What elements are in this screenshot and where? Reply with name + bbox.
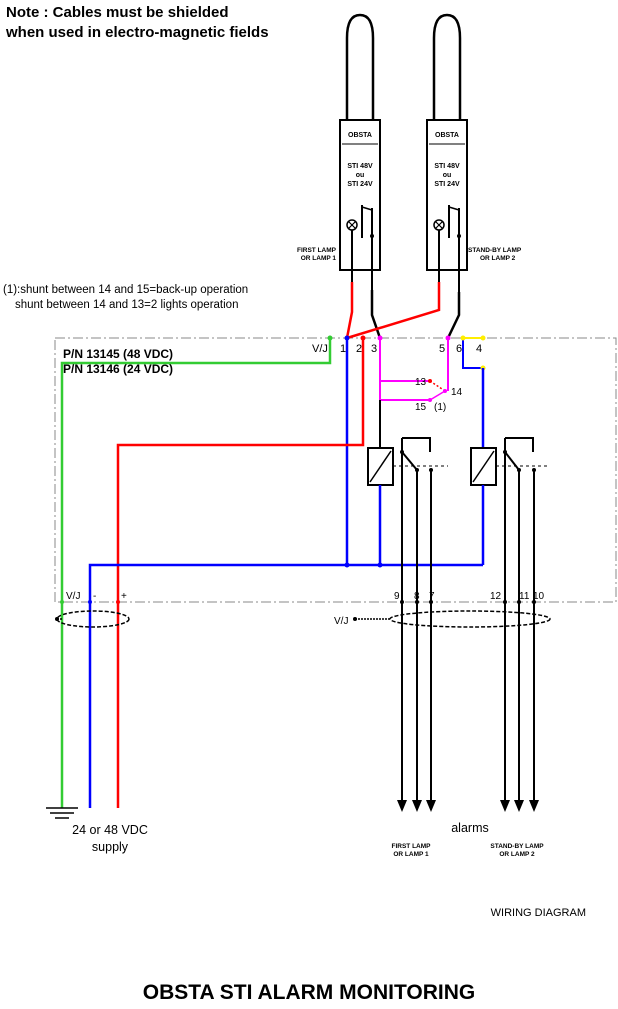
shield-vj-label: V/J bbox=[334, 616, 348, 627]
note-line-2: when used in electro-magnetic fields bbox=[5, 24, 269, 41]
terminal-8: 8 bbox=[414, 591, 420, 602]
lamp-2-body bbox=[426, 119, 468, 271]
terminal-4: 4 bbox=[476, 343, 482, 355]
part-number-48v: P/N 13145 (48 VDC) bbox=[63, 347, 173, 361]
wire-lamp2-black bbox=[446, 292, 461, 339]
terminal-3: 3 bbox=[371, 343, 377, 355]
alarm-contacts-2 bbox=[504, 437, 535, 808]
lamp-2-bulb bbox=[432, 13, 462, 120]
shunt-link bbox=[429, 380, 446, 392]
alarms-group1-line1: FIRST LAMP bbox=[392, 843, 432, 850]
arrow-icons bbox=[397, 800, 539, 812]
terminal-plus: + bbox=[121, 591, 127, 602]
shunt-terminal-13: 13 bbox=[415, 377, 427, 388]
alarms-group2-line1: STAND-BY LAMP bbox=[490, 843, 544, 850]
wire-terminal6-blue bbox=[462, 338, 483, 369]
alarms-group1-line2: OR LAMP 1 bbox=[393, 851, 429, 858]
lamp-2-brand: OBSTA bbox=[435, 132, 459, 139]
lamp-1-model-2: STI 24V bbox=[347, 181, 373, 188]
wire-positive-red bbox=[116, 338, 365, 808]
terminal-2: 2 bbox=[356, 343, 362, 355]
terminal-10: 10 bbox=[533, 591, 545, 602]
lamp-1-caption-2: OR LAMP 1 bbox=[301, 255, 337, 262]
module-frame bbox=[54, 337, 617, 603]
supply-line-2: supply bbox=[92, 840, 129, 854]
lamp-2-model-1: STI 48V bbox=[434, 163, 460, 170]
lamp-1-caption-1: FIRST LAMP bbox=[297, 247, 337, 254]
lamp-2-caption-1: STAND-BY LAMP bbox=[468, 247, 522, 254]
wire-lamp1-black bbox=[370, 290, 382, 339]
lamp-2-caption-2: OR LAMP 2 bbox=[480, 255, 516, 262]
shunt-note-line-2: shunt between 14 and 13=2 lights operati… bbox=[15, 299, 238, 311]
terminal-vj-bottom: V/J bbox=[66, 591, 80, 602]
lamp-1-brand: OBSTA bbox=[348, 132, 372, 139]
lamp-2-model-2: STI 24V bbox=[434, 181, 460, 188]
shunt-terminal-15: 15 bbox=[415, 402, 427, 413]
cable-shield-supply bbox=[56, 610, 130, 628]
terminal-minus: - bbox=[93, 591, 96, 602]
alarm-contacts-1 bbox=[401, 437, 432, 808]
lamp-1-model-1: STI 48V bbox=[347, 163, 373, 170]
lamp-1: OBSTA STI 48V ou STI 24V FIRST LAMP OR L… bbox=[297, 13, 381, 290]
wire-negative-blue bbox=[88, 563, 483, 808]
cable-shield-alarms bbox=[389, 610, 551, 628]
terminal-6: 6 bbox=[456, 343, 462, 355]
terminal-1: 1 bbox=[340, 343, 346, 355]
terminal-12: 12 bbox=[490, 591, 502, 602]
page-title: OBSTA STI ALARM MONITORING bbox=[143, 981, 475, 1004]
lamp-2-ou: ou bbox=[443, 172, 452, 179]
lamp-1-bulb bbox=[345, 13, 375, 120]
terminal-5: 5 bbox=[439, 343, 445, 355]
shunt-terminal-14: 14 bbox=[451, 387, 463, 398]
supply-line-1: 24 or 48 VDC bbox=[72, 823, 148, 837]
wire-ground-green bbox=[60, 338, 332, 808]
terminal-vj-top: V/J bbox=[312, 343, 328, 355]
wire-lamp2-red bbox=[346, 282, 441, 340]
wiring-diagram-caption: WIRING DIAGRAM bbox=[491, 907, 586, 919]
ground-icon bbox=[46, 807, 78, 819]
terminal-11: 11 bbox=[519, 591, 530, 602]
part-number-24v: P/N 13146 (24 VDC) bbox=[63, 362, 173, 376]
lamp-1-body bbox=[339, 119, 381, 271]
terminal-7: 7 bbox=[429, 591, 435, 602]
alarms-label: alarms bbox=[451, 821, 489, 835]
lamp-2: OBSTA STI 48V ou STI 24V STAND-BY LAMP O… bbox=[426, 13, 522, 292]
wire-lamp1-red bbox=[345, 282, 354, 339]
lamp-1-ou: ou bbox=[356, 172, 365, 179]
note-line-1: Note : Cables must be shielded bbox=[6, 4, 229, 21]
alarms-group2-line2: OR LAMP 2 bbox=[499, 851, 535, 858]
terminal-9: 9 bbox=[394, 591, 400, 602]
shunt-footnote-mark: (1) bbox=[434, 402, 446, 413]
shunt-note-line-1: (1):shunt between 14 and 15=back-up oper… bbox=[3, 284, 248, 296]
